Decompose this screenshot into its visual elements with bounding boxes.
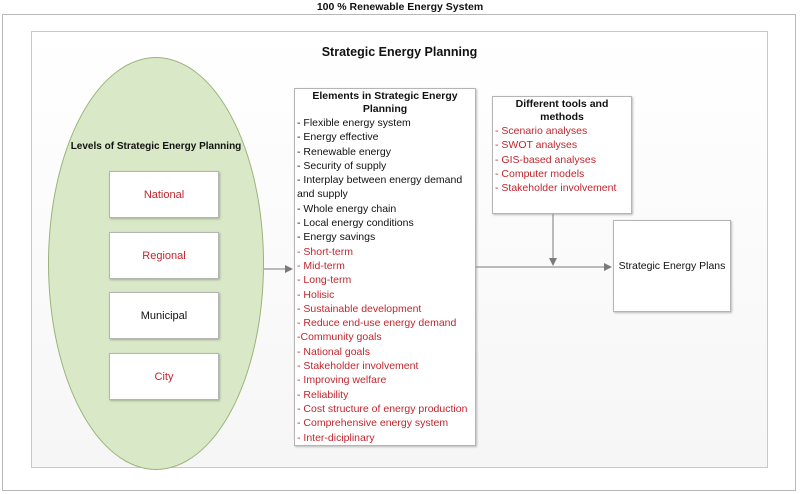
- element-item: - Renewable energy: [297, 145, 391, 158]
- diagram-title: 100 % Renewable Energy System: [316, 1, 484, 13]
- element-item: - National goals: [297, 345, 370, 358]
- level-national-box: National: [109, 171, 219, 218]
- level-city-label: City: [154, 370, 174, 383]
- element-item: - Long-term: [297, 274, 352, 287]
- element-item: - Mid-term: [297, 259, 345, 272]
- level-regional-label: Regional: [142, 249, 186, 262]
- element-item: - Energy effective: [297, 131, 379, 144]
- tools-title: Different tools and methods: [515, 98, 609, 123]
- level-municipal-label: Municipal: [140, 309, 188, 322]
- element-item: - Holisic: [297, 288, 335, 301]
- elements-list: - Flexible energy system - Energy effecti…: [297, 116, 473, 445]
- element-item: - Short-term: [297, 245, 354, 258]
- elements-box: Elements in Strategic Energy Planning - …: [294, 88, 476, 446]
- element-item: - Security of supply: [297, 159, 387, 172]
- element-item: - Stakeholder involvement: [297, 360, 419, 373]
- tool-item: - Stakeholder involvement: [495, 182, 617, 195]
- element-item: -Community goals: [297, 331, 382, 344]
- level-national-label: National: [143, 188, 185, 201]
- element-item: - Improving welfare: [297, 374, 387, 387]
- tool-item: - SWOT analyses: [495, 139, 578, 152]
- tool-item: - GIS-based analyses: [495, 153, 596, 166]
- element-item: - Sustainable development: [297, 302, 422, 315]
- element-item: - Local energy conditions: [297, 217, 414, 230]
- tools-box: Different tools and methods - Scenario a…: [492, 96, 632, 214]
- element-item: - Inter-diciplinary: [297, 431, 375, 444]
- element-item: - Reduce end-use energy demand: [297, 317, 457, 330]
- element-item: - Whole energy chain: [297, 202, 397, 215]
- levels-title: Levels of Strategic Energy Planning: [70, 141, 242, 152]
- element-item: - Cost structure of energy production: [297, 402, 468, 415]
- element-item: - Interplay between energy demand and su…: [297, 174, 463, 201]
- level-municipal-box: Municipal: [109, 292, 219, 339]
- element-item: - Comprehensive energy system: [297, 417, 449, 430]
- tools-list: - Scenario analyses - SWOT analyses- GIS-…: [495, 124, 629, 195]
- section-title: Strategic Energy Planning: [321, 45, 478, 59]
- element-item: - Reliability: [297, 388, 349, 401]
- element-item: - Flexible energy system: [297, 117, 411, 129]
- level-city-box: City: [109, 353, 219, 400]
- plans-box: Strategic Energy Plans: [613, 220, 731, 312]
- tool-item: - Scenario analyses: [495, 125, 588, 137]
- plans-label: Strategic Energy Plans: [618, 260, 726, 272]
- elements-title: Elements in Strategic Energy Planning: [312, 90, 458, 115]
- element-item: - Energy savings: [297, 231, 376, 244]
- level-regional-box: Regional: [109, 232, 219, 279]
- tool-item: - Computer models: [495, 167, 585, 180]
